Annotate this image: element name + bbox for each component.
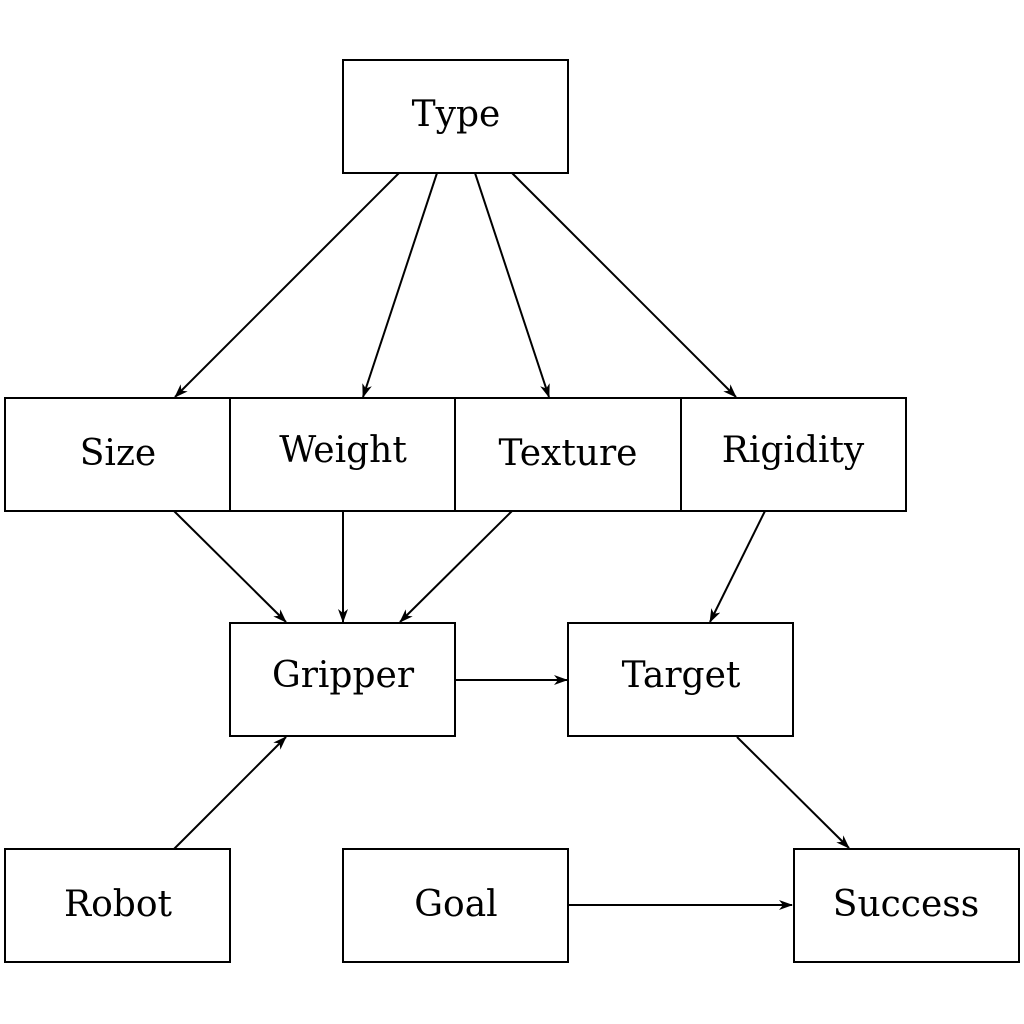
edge-target-success — [736, 736, 850, 849]
node-type-box — [342, 59, 569, 174]
node-goal-label: Goal — [414, 884, 497, 925]
node-goal: Goal — [342, 848, 569, 963]
edge-rigidity-target — [709, 510, 766, 623]
node-type-label: Type — [412, 94, 501, 135]
edge-type-size — [174, 172, 400, 398]
node-size: Size — [4, 397, 231, 512]
node-gripper-label: Gripper — [272, 655, 415, 696]
node-success-label: Success — [833, 884, 979, 925]
node-size-box — [4, 397, 231, 512]
node-success-box — [793, 848, 1020, 963]
node-success: Success — [793, 848, 1020, 963]
node-gripper-box — [229, 622, 456, 737]
node-target-label: Target — [622, 655, 741, 696]
edge-robot-gripper — [173, 736, 287, 850]
node-rigidity-label: Rigidity — [722, 430, 865, 471]
node-robot: Robot — [4, 848, 231, 963]
node-texture-box — [454, 397, 682, 512]
node-goal-box — [342, 848, 569, 963]
edge-texture-gripper — [399, 510, 513, 623]
node-robot-box — [4, 848, 231, 963]
node-type: Type — [342, 59, 569, 174]
node-weight: Weight — [229, 397, 456, 512]
edge-type-texture — [474, 172, 550, 398]
edge-layer — [173, 172, 850, 910]
edge-size-gripper — [173, 510, 287, 623]
node-rigidity-box — [680, 397, 907, 512]
node-texture-label: Texture — [499, 433, 638, 474]
edge-type-weight — [362, 172, 438, 398]
node-gripper: Gripper — [229, 622, 456, 737]
node-weight-label: Weight — [279, 430, 407, 471]
node-layer: Type Size Weight Texture Rigidity Grippe… — [4, 59, 1020, 963]
edge-type-rigidity — [511, 172, 737, 398]
node-robot-label: Robot — [64, 884, 172, 925]
node-weight-box — [229, 397, 456, 512]
node-target: Target — [567, 622, 794, 737]
node-rigidity: Rigidity — [680, 397, 907, 512]
node-size-label: Size — [80, 433, 156, 474]
node-texture: Texture — [454, 397, 682, 512]
node-target-box — [567, 622, 794, 737]
